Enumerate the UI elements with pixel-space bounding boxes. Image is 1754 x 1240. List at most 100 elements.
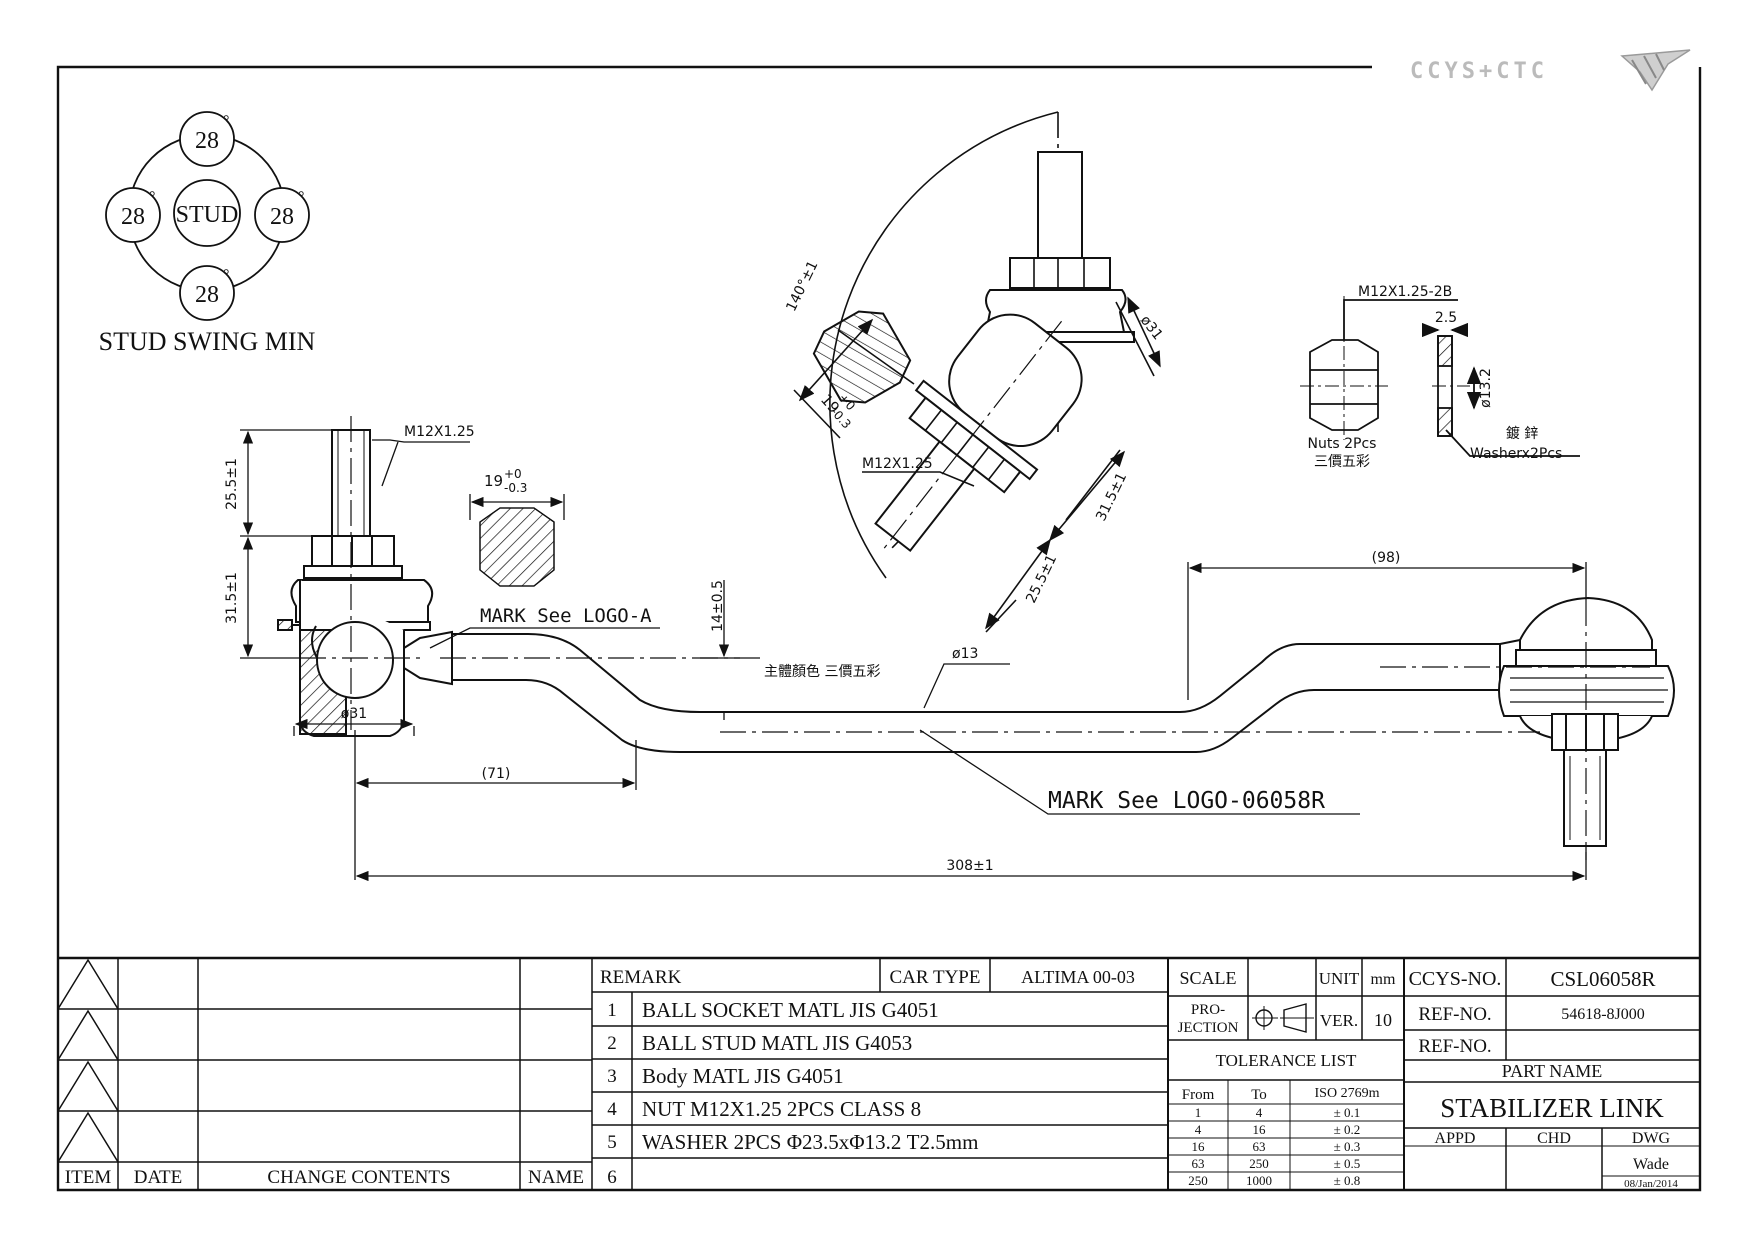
- dim-98: (98): [1372, 550, 1401, 566]
- rev-header-item: ITEM: [65, 1167, 112, 1188]
- drawer-name: Wade: [1633, 1156, 1669, 1173]
- tolerance-title: TOLERANCE LIST: [1216, 1051, 1357, 1070]
- tol-row-2-val: ± 0.2: [1334, 1122, 1361, 1137]
- remark-no-3: 3: [607, 1066, 617, 1087]
- hex-tol-up: +0: [504, 467, 522, 481]
- tol-row-4-from: 63: [1192, 1156, 1205, 1171]
- main-dimension-texts: 25.5±1 31.5±1 M12X1.25 19 +0 -0.3 MARK S…: [224, 424, 1400, 874]
- dia-31: ø31: [341, 706, 367, 722]
- part-name-label: PART NAME: [1502, 1061, 1602, 1081]
- drawing-date: 08/Jan/2014: [1624, 1178, 1678, 1190]
- sheet-frame: [56, 65, 1702, 1192]
- angle-d31: ø31: [1137, 313, 1166, 344]
- tol-row-3-val: ± 0.3: [1334, 1139, 1361, 1154]
- tol-row-3-from: 16: [1192, 1139, 1206, 1154]
- ref-no-label: REF-NO.: [1418, 1004, 1491, 1025]
- dia-13: ø13: [952, 646, 978, 662]
- swing-bottom-value: 28: [195, 282, 219, 308]
- tol-row-5-from: 250: [1188, 1173, 1208, 1188]
- tol-row-5-to: 1000: [1246, 1173, 1272, 1188]
- ref-no-value: 54618-8J000: [1561, 1006, 1645, 1023]
- angle-140: 140°±1: [783, 258, 821, 314]
- m12-label: M12X1.25: [404, 424, 475, 440]
- swing-bottom-degree: °: [223, 267, 229, 284]
- car-type-value: ALTIMA 00-03: [1021, 967, 1135, 987]
- nut-washer-texts: M12X1.25-2B Nuts 2Pcs 三價五彩 2.5 ø13.2 鍍 鋅…: [1308, 284, 1563, 470]
- ver-value: 10: [1374, 1010, 1392, 1030]
- revision-headers: ITEM DATE CHANGE CONTENTS NAME: [65, 1167, 584, 1188]
- dim-25-5: 25.5±1: [224, 458, 240, 510]
- ver-label: VER.: [1320, 1011, 1358, 1030]
- tol-row-5-val: ± 0.8: [1334, 1173, 1361, 1188]
- washer-finish: 鍍 鋅: [1506, 425, 1538, 442]
- remark-text-5: WASHER 2PCS Φ23.5xΦ13.2 T2.5mm: [642, 1130, 978, 1154]
- remark-no-5: 5: [607, 1132, 617, 1153]
- dwg-label: DWG: [1632, 1130, 1671, 1147]
- nut-spec: M12X1.25-2B: [1358, 284, 1452, 300]
- tol-row-1-to: 4: [1256, 1105, 1263, 1120]
- unit-value: mm: [1371, 971, 1396, 988]
- swing-right-degree: °: [298, 189, 304, 206]
- car-type-label: CAR TYPE: [890, 967, 981, 988]
- swing-caption: STUD SWING MIN: [99, 327, 316, 356]
- dimension-lines: [240, 429, 1587, 882]
- ccys-no-label: CCYS-NO.: [1409, 968, 1502, 990]
- tol-row-1-val: ± 0.1: [1334, 1105, 1361, 1120]
- swing-top-degree: °: [223, 113, 229, 130]
- remark-no-1: 1: [607, 1000, 617, 1021]
- tol-row-4-to: 250: [1249, 1156, 1269, 1171]
- angle-25-5: 25.5±1: [1023, 552, 1060, 606]
- remark-text-2: BALL STUD MATL JIS G4053: [642, 1031, 912, 1055]
- appd-label: APPD: [1435, 1130, 1476, 1147]
- body-color: 主體顏色 三價五彩: [764, 663, 880, 680]
- remark-no-2: 2: [607, 1033, 617, 1054]
- remark-text-3: Body MATL JIS G4051: [642, 1064, 844, 1088]
- stud-swing-diagram: [105, 111, 310, 321]
- remark-no-4: 4: [607, 1099, 617, 1120]
- tol-row-3-to: 63: [1253, 1139, 1266, 1154]
- tolerance-rows: 1 4 ± 0.1 4 16 ± 0.2 16 63 ± 0.3 63 250 …: [1188, 1105, 1360, 1188]
- mark-logo-r: MARK See LOGO-06058R: [1048, 788, 1325, 814]
- dim-308: 308±1: [946, 858, 993, 874]
- hex-tol-dn: -0.3: [504, 481, 527, 495]
- swing-left-degree: °: [149, 189, 155, 206]
- chd-label: CHD: [1537, 1130, 1571, 1147]
- washer-dia: ø13.2: [1478, 368, 1494, 408]
- angle-m12: M12X1.25: [862, 456, 933, 472]
- washer-name: Washerx2Pcs: [1470, 446, 1562, 462]
- rev-header-name: NAME: [528, 1167, 584, 1188]
- remarks-table: REMARK CAR TYPE ALTIMA 00-03 1 BALL SOCK…: [600, 967, 1135, 1188]
- brand-logo: CCYS+CTC: [1410, 49, 1691, 92]
- tol-header-to: To: [1251, 1087, 1267, 1103]
- unit-label: UNIT: [1319, 969, 1360, 988]
- brand-text: CCYS+CTC: [1410, 59, 1548, 84]
- dim-31-5: 31.5±1: [224, 572, 240, 624]
- rev-header-change: CHANGE CONTENTS: [267, 1167, 450, 1188]
- scale-label: SCALE: [1179, 968, 1236, 988]
- ccys-no-value: CSL06058R: [1550, 967, 1655, 991]
- nut-finish: 三價五彩: [1314, 453, 1370, 470]
- swing-left-value: 28: [121, 204, 145, 230]
- dim-14: 14±0.5: [710, 580, 726, 632]
- tol-row-4-val: ± 0.5: [1334, 1156, 1361, 1171]
- hex-dim: 19: [484, 472, 503, 490]
- swing-top-value: 28: [195, 128, 219, 154]
- rev-header-date: DATE: [134, 1167, 183, 1188]
- swing-center-label: STUD: [176, 202, 239, 228]
- tol-header-from: From: [1182, 1087, 1215, 1103]
- projection-label-2: JECTION: [1178, 1020, 1239, 1036]
- tol-row-2-from: 4: [1195, 1122, 1202, 1137]
- tol-header-iso: ISO 2769m: [1315, 1086, 1380, 1101]
- ref-no-label-2: REF-NO.: [1418, 1036, 1491, 1057]
- projection-label-1: PRO-: [1191, 1002, 1225, 1018]
- remark-text-4: NUT M12X1.25 2PCS CLASS 8: [642, 1097, 921, 1121]
- swing-right-value: 28: [270, 204, 294, 230]
- mark-logo-a: MARK See LOGO-A: [480, 605, 652, 627]
- swing-angle-view: [793, 111, 1161, 633]
- nut-washer-detail: [1300, 296, 1580, 457]
- remark-no-6: 6: [607, 1167, 617, 1188]
- dim-71: (71): [482, 766, 511, 782]
- spec-block: SCALE UNIT mm PRO- JECTION VER. 10 TOLER…: [1178, 968, 1396, 1103]
- table-grid: [57, 956, 1700, 1190]
